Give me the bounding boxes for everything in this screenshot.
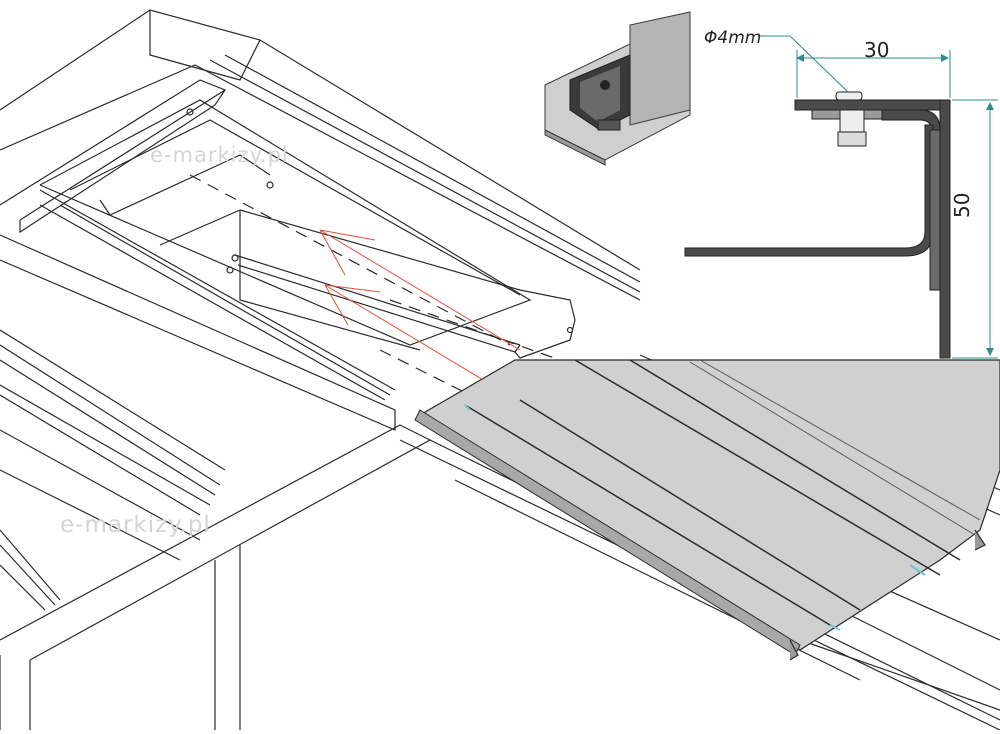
bolt-diameter-label: Φ4mm bbox=[704, 28, 762, 48]
width-dimension-label: 30 bbox=[864, 38, 890, 62]
watermark: e-markizy.pl bbox=[60, 512, 211, 538]
watermark: e-markizy.pl bbox=[150, 143, 289, 167]
profile-cross-section bbox=[684, 35, 998, 359]
roof-panel bbox=[414, 359, 1000, 661]
bracket-detail-inset bbox=[544, 11, 691, 166]
height-dimension-label: 50 bbox=[950, 192, 974, 218]
